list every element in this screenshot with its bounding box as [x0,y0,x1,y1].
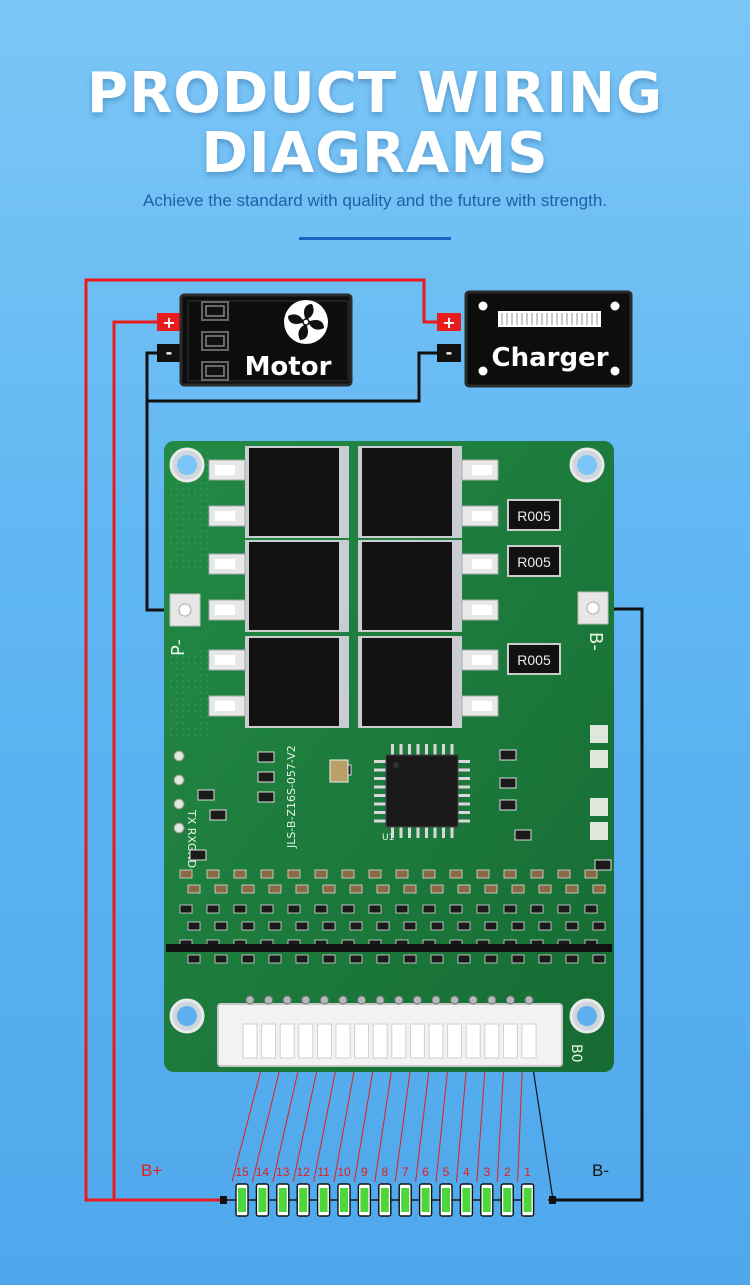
resistor-label-1: R005 [517,508,551,524]
cell-number: 6 [422,1165,429,1179]
motor-vent-icon [201,301,229,381]
smd-components [166,749,612,964]
cell-number: 4 [463,1165,470,1179]
page-title-line2: DIAGRAMS [201,121,549,186]
mosfet [358,636,499,728]
mosfet [208,540,349,632]
wires [84,278,644,1202]
mounting-holes [169,447,605,1034]
mosfet [358,540,499,632]
battery-cell: 7 [398,1165,412,1217]
cell-number: 5 [443,1165,450,1179]
cell-number: 13 [276,1165,290,1179]
resistor-label-3: R005 [517,652,551,668]
charge-level-icon [498,311,601,327]
wire-motor-positive [112,320,160,1200]
wire-motor-negative [145,351,172,612]
page-subtitle: Achieve the standard with quality and th… [143,191,607,210]
balance-leads [231,1065,523,1183]
resistor-label-2: R005 [517,554,551,570]
cell-number: 14 [256,1165,270,1179]
battery-b-minus-label: B- [592,1161,609,1180]
motor-plus-terminal [157,313,181,331]
charger-module: + - Charger [437,290,633,388]
b-plus-label: B+ [141,1161,162,1180]
title-divider [299,237,451,240]
battery-cell: 14 [255,1165,270,1217]
wire-b0 [532,1067,554,1201]
cell-number: 3 [483,1165,490,1179]
battery-cell: 15 [235,1165,249,1217]
b-minus-label: B- [585,632,606,651]
mosfet [208,446,349,538]
ic-body [385,754,459,828]
battery-cell: 10 [337,1165,351,1217]
battery-cell: 9 [357,1165,372,1217]
charger-minus-terminal [437,344,461,362]
cell-number: 2 [504,1165,511,1179]
balance-connector: B0 [217,995,584,1067]
battery-cell: 6 [418,1165,433,1217]
sense-resistors: R005 R005 R005 [507,499,561,675]
charger-plus-sign: + [442,313,455,332]
battery-cell: 1 [520,1165,535,1217]
motor-minus-sign: - [166,343,173,362]
battery-cell: 3 [480,1165,494,1217]
cell-number: 9 [361,1165,368,1179]
controller-ic: U1 [374,744,470,843]
cell-number: 7 [402,1165,409,1179]
wire-b-minus [552,607,644,1202]
charger-minus-sign: - [446,343,453,362]
battery-cell: 12 [296,1165,311,1217]
charger-plus-terminal [437,313,461,331]
cell-number: 8 [381,1165,388,1179]
motor-minus-terminal [157,344,181,362]
mosfet [208,636,349,728]
cell-number: 12 [297,1165,311,1179]
battery-cell: 11 [316,1165,331,1217]
motor-plus-sign: + [162,313,175,332]
cell-number: 1 [524,1165,531,1179]
motor-label: Motor [245,352,332,382]
ic-label: U1 [382,833,394,843]
battery-cell: 8 [378,1165,392,1217]
wire-charger-negative [147,351,440,403]
p-minus-label: P- [168,639,189,656]
motor-module: + - Motor [157,293,353,387]
battery-cell: 5 [439,1165,453,1217]
mosfet-array [208,446,499,728]
battery-cell: 13 [276,1165,290,1217]
cell-number: 15 [235,1165,249,1179]
mosfet [358,446,499,538]
uart-pads [173,725,608,840]
wire-charger-positive [84,278,440,1202]
b0-label: B0 [568,1044,584,1063]
battery-cell: 2 [500,1165,514,1217]
page-title-line1: PRODUCT WIRING [87,61,663,126]
bms-board: P- B- R005 R005 R005 U1 JLS-B-Z16S-057-V… [164,441,614,1072]
battery-cell: 4 [459,1165,474,1217]
charger-label: Charger [491,343,608,373]
cell-number: 11 [317,1165,330,1179]
cell-number: 10 [337,1165,351,1179]
board-model-label: JLS-B-Z16S-057-V2 [285,745,298,849]
fan-icon [284,300,328,344]
